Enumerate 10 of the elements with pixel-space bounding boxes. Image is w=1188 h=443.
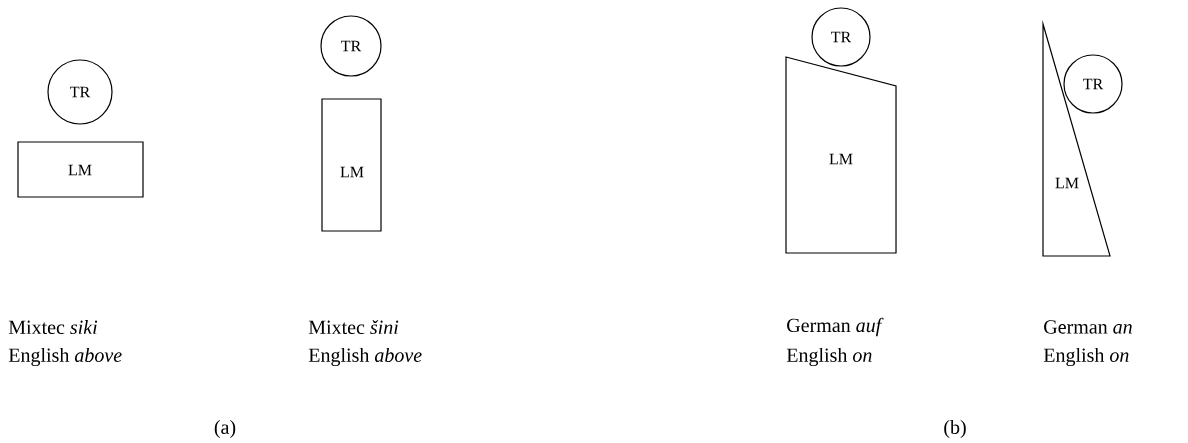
- example-label: English on: [786, 347, 872, 367]
- example-label: German auf: [787, 317, 884, 337]
- panel-label: (a): [214, 419, 236, 439]
- example-label: Mixtec šini: [308, 319, 399, 335]
- example-label: German an: [1044, 320, 1132, 334]
- example-label: English above: [8, 347, 122, 367]
- example-label: Mixtec siki: [8, 320, 98, 335]
- example-label: English above: [308, 347, 422, 367]
- example-label: English on: [1043, 347, 1129, 367]
- panel-label: (b): [944, 419, 966, 439]
